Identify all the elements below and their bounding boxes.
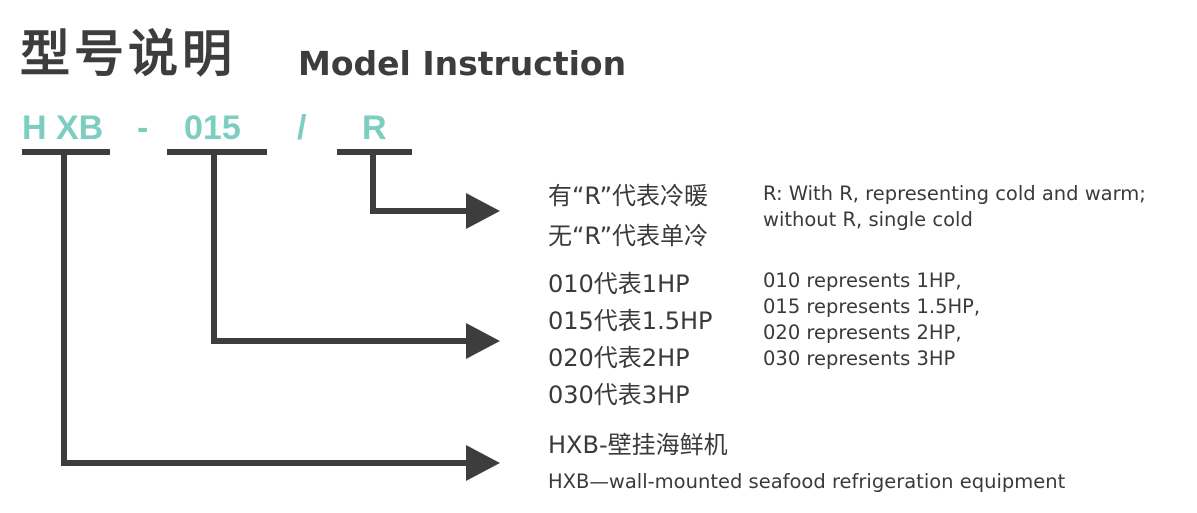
connector-series	[61, 152, 470, 466]
code-power: 015	[184, 109, 241, 147]
arrow-head-power	[466, 323, 500, 359]
code-slash: /	[297, 109, 307, 147]
title-chinese: 型号说明	[20, 25, 236, 83]
code-suffix: R	[362, 109, 387, 147]
code-dash: -	[137, 109, 149, 147]
series-desc-cn: HXB-壁挂海鲜机	[548, 431, 728, 459]
suffix-desc-cn-1: 有“R”代表冷暖	[548, 182, 709, 210]
title-english: Model Instruction	[298, 44, 627, 83]
connector-suffix	[370, 152, 470, 214]
suffix-desc-en-2: without R, single cold	[763, 208, 973, 231]
series-desc-en: HXB—wall-mounted seafood refrigeration e…	[548, 470, 1066, 493]
power-desc-cn-3: 020代表2HP	[548, 344, 690, 372]
suffix-desc-cn-2: 无“R”代表单冷	[548, 222, 709, 250]
power-desc-en-1: 010 represents 1HP,	[763, 269, 962, 292]
power-desc-cn-4: 030代表3HP	[548, 381, 690, 409]
power-desc-en-2: 015 represents 1.5HP,	[763, 295, 981, 318]
code-series: H XB	[22, 109, 104, 147]
arrow-head-suffix	[466, 193, 500, 229]
power-desc-en-4: 030 represents 3HP	[763, 347, 956, 370]
power-desc-cn-2: 015代表1.5HP	[548, 307, 713, 335]
power-desc-cn-1: 010代表1HP	[548, 270, 690, 298]
power-desc-en-3: 020 represents 2HP,	[763, 321, 962, 344]
connector-power	[211, 152, 470, 344]
suffix-desc-en-1: R: With R, representing cold and warm;	[763, 182, 1146, 205]
arrow-head-series	[466, 445, 500, 481]
